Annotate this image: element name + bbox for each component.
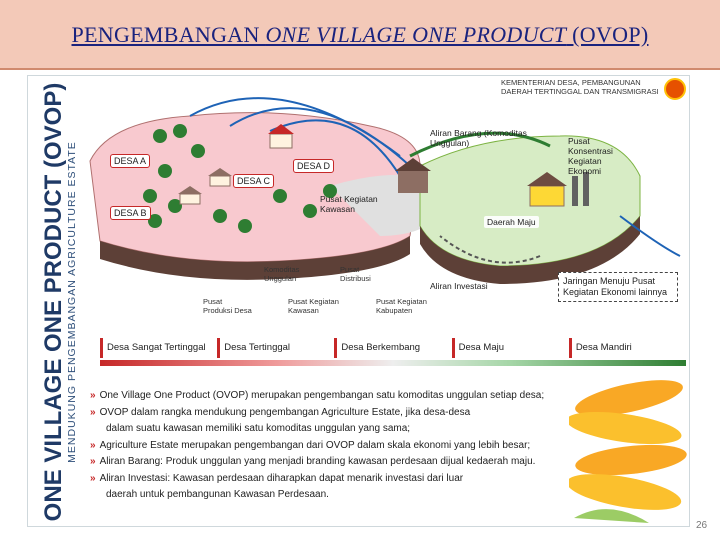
corn-image	[569, 380, 687, 523]
slide-title: PENGEMBANGAN ONE VILLAGE ONE PRODUCT (OV…	[71, 22, 649, 47]
bullet-continuation: dalam suatu kawasan memiliki satu komodi…	[106, 423, 411, 434]
development-scale: Desa Sangat Tertinggal Desa Tertinggal D…	[100, 338, 686, 358]
bullet-item: »Aliran Barang: Produk unggulan yang men…	[90, 456, 536, 467]
bullet-item: »One Village One Product (OVOP) merupaka…	[90, 390, 545, 401]
label-desa-a: DESA A	[110, 154, 151, 168]
scale-desa-sangat-tertinggal: Desa Sangat Tertinggal	[100, 338, 217, 358]
legend-pusat-kegiatan-kabupaten: Pusat Kegiatan Kabupaten	[376, 297, 427, 315]
bullet-item: »Aliran Investasi: Kawasan perdesaan dih…	[90, 472, 464, 484]
scale-desa-maju: Desa Maju	[451, 338, 569, 358]
slide-title-bar: PENGEMBANGAN ONE VILLAGE ONE PRODUCT (OV…	[0, 0, 720, 70]
bullet-continuation: daerah untuk pembangunan Kawasan Perdesa…	[106, 489, 329, 500]
side-banner-subtitle: MENDUKUNG PENGEMBANGAN AGRICULTURE ESTAT…	[66, 141, 78, 463]
legend-komoditas-unggulan: Komoditas Unggulan	[264, 265, 300, 283]
ministry-logo-icon	[664, 78, 686, 100]
scale-desa-tertinggal: Desa Tertinggal	[217, 338, 334, 358]
ministry-name: KEMENTERIAN DESA, PEMBANGUNAN DAERAH TER…	[501, 78, 659, 96]
ovop-bullet-list: »One Village One Product (OVOP) merupaka…	[90, 388, 650, 504]
bullet-item: »Agriculture Estate merupakan pengembang…	[90, 439, 531, 451]
label-desa-d: DESA D	[293, 159, 335, 173]
bullet-item: »OVOP dalam rangka mendukung pengembanga…	[90, 406, 471, 418]
side-banner-title: ONE VILLAGE ONE PRODUCT (OVOP)	[40, 82, 67, 522]
legend-pusat-distribusi: Pusat Distribusi	[340, 265, 371, 283]
ovop-infographic: ONE VILLAGE ONE PRODUCT (OVOP) MENDUKUNG…	[27, 75, 690, 527]
label-aliran-investasi: Aliran Investasi	[430, 281, 488, 291]
label-daerah-maju: Daerah Maju	[484, 216, 539, 228]
scale-desa-berkembang: Desa Berkembang	[334, 338, 451, 358]
legend-pusat-produksi-desa: Pusat Produksi Desa	[203, 297, 252, 315]
label-pusat-konsentrasi: Pusat Konsentrasi Kegiatan Ekonomi	[568, 136, 613, 176]
label-jaringan: Jaringan Menuju Pusat Kegiatan Ekonomi l…	[558, 272, 678, 302]
label-desa-b: DESA B	[110, 206, 151, 220]
legend-pusat-kegiatan-kawasan: Pusat Kegiatan Kawasan	[288, 297, 339, 315]
scale-desa-mandiri: Desa Mandiri	[568, 338, 686, 358]
scale-gradient	[100, 360, 686, 366]
label-desa-c: DESA C	[233, 174, 275, 188]
label-aliran-barang: Aliran Barang (Komoditas Unggulan)	[430, 128, 527, 148]
page-number: 26	[696, 520, 708, 531]
side-banner: ONE VILLAGE ONE PRODUCT (OVOP) MENDUKUNG…	[28, 76, 80, 526]
label-pusat-kegiatan-kawasan: Pusat Kegiatan Kawasan	[320, 194, 378, 214]
